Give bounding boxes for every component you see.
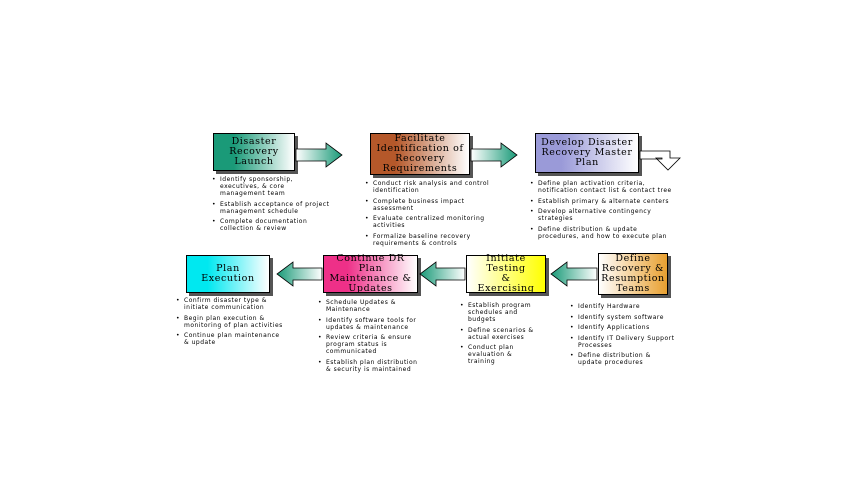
list-item: Define distribution & update procedures,…: [530, 226, 705, 240]
list-item: Define scenarios & actual exercises: [460, 327, 560, 341]
list-item: Formalize baseline recovery requirements…: [365, 233, 515, 247]
list-item: Identify system software: [570, 314, 710, 321]
step-bullets-testing: Establish program schedules and budgets …: [460, 302, 560, 369]
arrow-right-icon: [470, 142, 518, 168]
list-item: Complete documentation collection & revi…: [212, 218, 347, 232]
list-item: Confirm disaster type & initiate communi…: [176, 297, 316, 311]
list-item: Schedule Updates & Maintenance: [318, 299, 448, 313]
list-item: Evaluate centralized monitoring activiti…: [365, 215, 515, 229]
list-item: Identify sponsorship, executives, & core…: [212, 176, 347, 197]
step-box-define-teams: Define Recovery & Resumption Teams: [598, 253, 668, 295]
step-bullets-facilitate: Conduct risk analysis and control identi…: [365, 180, 515, 250]
list-item: Establish plan distribution & security i…: [318, 359, 448, 373]
step-bullets-launch: Identify sponsorship, executives, & core…: [212, 176, 347, 236]
list-item: Identify Applications: [570, 324, 710, 331]
arrow-left-icon: [419, 261, 466, 287]
list-item: Identify IT Delivery Support Processes: [570, 335, 710, 349]
step-box-disaster-recovery-launch: Disaster Recovery Launch: [213, 133, 295, 171]
list-item: Define distribution & update procedures: [570, 352, 710, 366]
list-item: Establish acceptance of project manageme…: [212, 201, 347, 215]
list-item: Continue plan maintenance & update: [176, 332, 316, 346]
list-item: Develop alternative contingency strategi…: [530, 208, 705, 222]
step-title: Plan Execution: [201, 263, 255, 284]
step-box-facilitate-identification: Facilitate Identification of Recovery Re…: [370, 133, 470, 175]
step-box-plan-execution: Plan Execution: [186, 255, 270, 293]
list-item: Identify Hardware: [570, 303, 710, 310]
list-item: Establish primary & alternate centers: [530, 198, 705, 205]
list-item: Identify software tools for updates & ma…: [318, 317, 448, 331]
step-title: Define Recovery & Resumption Teams: [601, 253, 665, 294]
arrow-left-icon: [550, 261, 598, 287]
list-item: Establish program schedules and budgets: [460, 302, 560, 323]
step-title: Disaster Recovery Launch: [229, 136, 279, 167]
step-title: Facilitate Identification of Recovery Re…: [376, 133, 464, 174]
step-box-initiate-testing: Initiate Testing & Exercising: [466, 253, 546, 294]
list-item: Conduct risk analysis and control identi…: [365, 180, 515, 194]
list-item: Review criteria & ensure program status …: [318, 334, 448, 355]
step-title: Continue DR Plan Maintenance & Updates: [329, 253, 412, 294]
arrow-bend-down-icon: [639, 150, 681, 171]
list-item: Conduct plan evaluation & training: [460, 344, 560, 365]
list-item: Begin plan execution & monitoring of pla…: [176, 315, 316, 329]
list-item: Complete business impact assessment: [365, 198, 515, 212]
step-bullets-master-plan: Define plan activation criteria, notific…: [530, 180, 705, 243]
list-item: Define plan activation criteria, notific…: [530, 180, 705, 194]
step-title: Initiate Testing & Exercising: [477, 253, 535, 294]
step-box-continue-maintenance: Continue DR Plan Maintenance & Updates: [323, 253, 418, 294]
step-bullets-teams: Identify Hardware Identify system softwa…: [570, 303, 710, 370]
arrow-left-icon: [276, 261, 323, 287]
step-bullets-execution: Confirm disaster type & initiate communi…: [176, 297, 316, 350]
step-title: Develop Disaster Recovery Master Plan: [541, 137, 633, 168]
step-box-develop-master-plan: Develop Disaster Recovery Master Plan: [535, 133, 639, 173]
arrow-right-icon: [295, 142, 343, 168]
step-bullets-maintenance: Schedule Updates & Maintenance Identify …: [318, 299, 448, 376]
